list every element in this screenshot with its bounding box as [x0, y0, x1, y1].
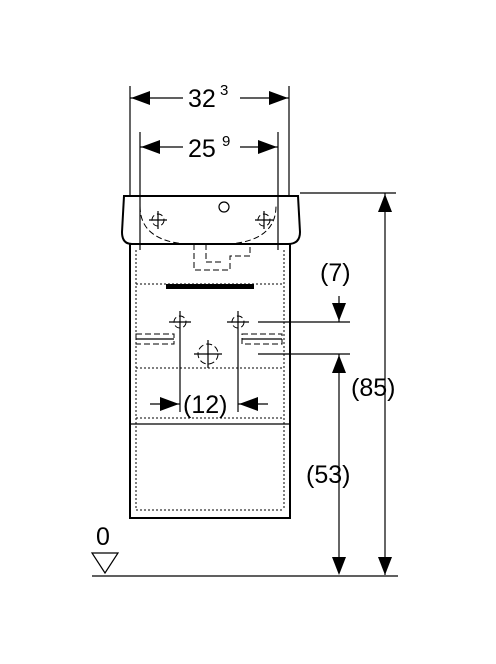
- right-pipe-slot: [241, 333, 283, 345]
- overall-height-label: (85): [351, 374, 395, 402]
- drawer-handle: [166, 284, 254, 289]
- vanity-cabinet: [129, 243, 291, 519]
- overall-width-superscript: 3: [220, 82, 228, 99]
- right-supply-mark: [227, 311, 249, 333]
- drain-offset-label: (7): [320, 259, 351, 287]
- inner-width-superscript: 9: [222, 133, 230, 150]
- drain-height-dimension: (53): [306, 461, 350, 575]
- right-fixing-mark: [255, 211, 273, 229]
- inner-width-dimension: 25 9: [139, 132, 279, 250]
- drain-spacing-label: (12): [183, 391, 227, 419]
- siphon: [193, 244, 251, 271]
- overall-height-dimension: (85): [300, 192, 396, 575]
- left-pipe-slot: [135, 333, 175, 345]
- washbasin: [120, 195, 302, 245]
- left-supply-mark: [169, 311, 191, 333]
- overall-width-label: 32: [188, 85, 216, 113]
- drain-offset-dimension: (7): [258, 259, 351, 560]
- drain-mark: [194, 340, 222, 368]
- floor-level-label: 0: [96, 523, 110, 551]
- drain-spacing-dimension: (12): [150, 333, 268, 419]
- overall-width-dimension: 32 3: [129, 82, 290, 196]
- drain-height-label: (53): [306, 461, 350, 489]
- left-fixing-mark: [149, 211, 167, 229]
- inner-width-label: 25: [188, 135, 216, 163]
- floor-level-marker: 0: [90, 523, 398, 577]
